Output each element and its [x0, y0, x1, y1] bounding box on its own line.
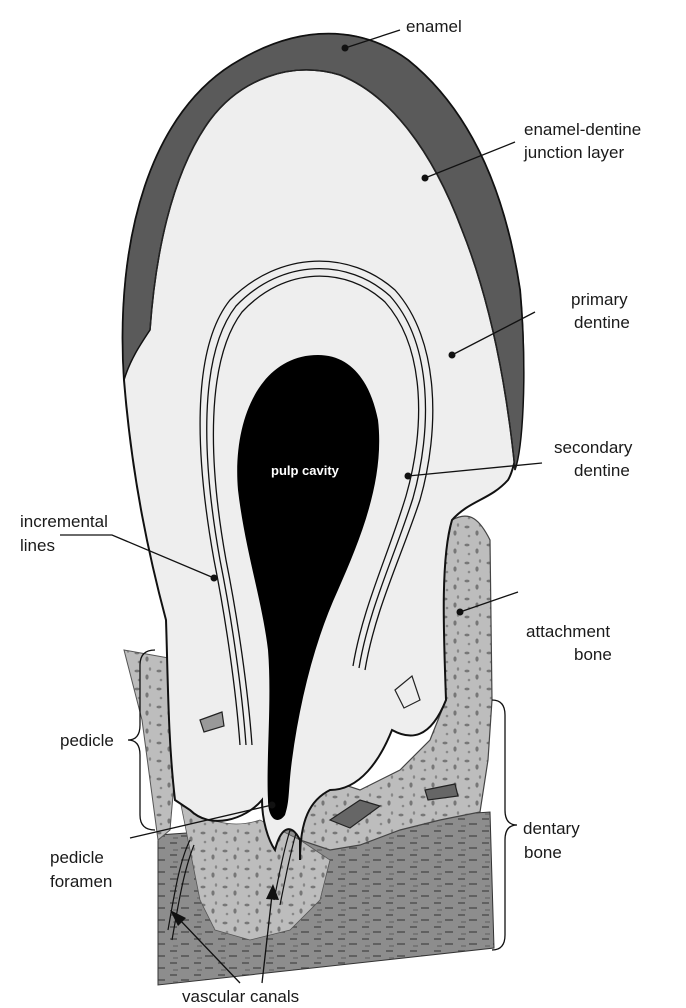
- dot-attachment: [457, 609, 464, 616]
- label-attachment-line1: attachment: [526, 622, 610, 641]
- dot-incremental: [211, 575, 218, 582]
- label-pulp-cavity: pulp cavity: [271, 463, 340, 478]
- label-secondary-line1: secondary: [554, 438, 633, 457]
- label-edj-line1: enamel-dentine: [524, 120, 641, 139]
- label-primary-line2: dentine: [574, 313, 630, 332]
- dentary-brace: [492, 700, 517, 950]
- label-primary-line1: primary: [571, 290, 628, 309]
- label-vascular-canals: vascular canals: [182, 987, 299, 1006]
- label-attachment-line2: bone: [574, 645, 612, 664]
- dot-foramen: [269, 802, 276, 809]
- label-incremental-line1: incremental: [20, 512, 108, 531]
- label-incremental-line2: lines: [20, 536, 55, 555]
- label-enamel: enamel: [406, 17, 462, 36]
- label-foramen-line1: pedicle: [50, 848, 104, 867]
- dot-primary: [449, 352, 456, 359]
- label-dentary-line2: bone: [524, 843, 562, 862]
- label-edj-line2: junction layer: [523, 143, 625, 162]
- dot-edj: [422, 175, 429, 182]
- label-dentary-line1: dentary: [523, 819, 580, 838]
- label-foramen-line2: foramen: [50, 872, 112, 891]
- label-pedicle: pedicle: [60, 731, 114, 750]
- dot-enamel: [342, 45, 349, 52]
- label-secondary-line2: dentine: [574, 461, 630, 480]
- dot-secondary: [405, 473, 412, 480]
